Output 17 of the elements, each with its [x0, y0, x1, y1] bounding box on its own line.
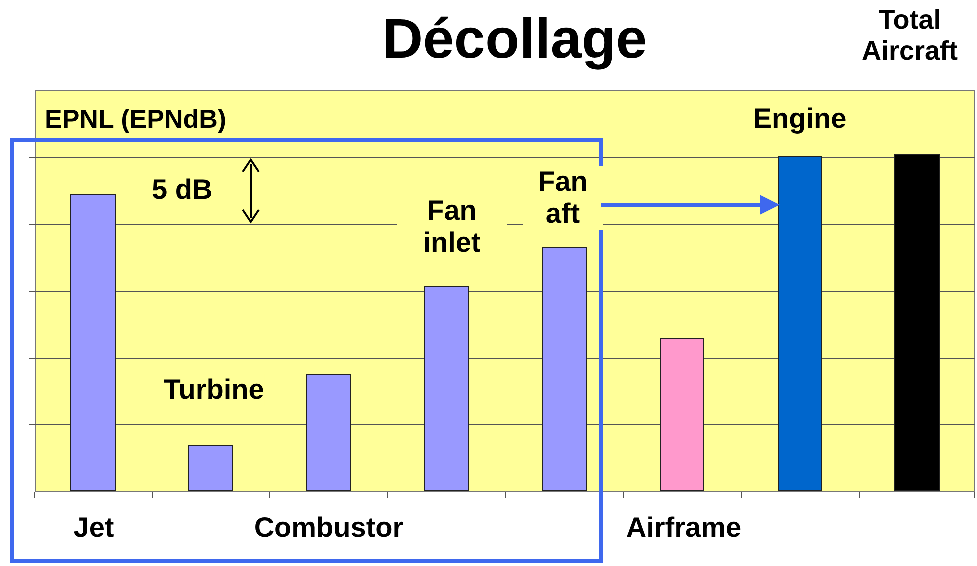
bar: [424, 286, 469, 491]
highlight-frame: [10, 138, 603, 563]
bar: [778, 156, 822, 491]
bar-label: Jet: [74, 512, 114, 544]
chart-title: Décollage: [382, 6, 648, 71]
bar-label: Fan aft: [523, 166, 603, 230]
bar: [542, 247, 587, 491]
bar-label: Airframe: [626, 512, 742, 544]
bar-label: Total Aircraft: [860, 5, 960, 68]
bar: [70, 194, 116, 491]
bar: [894, 154, 940, 491]
arrow: [601, 195, 780, 215]
scale-label: 5 dB: [152, 174, 213, 206]
bar: [188, 445, 233, 491]
bar-label: Combustor: [254, 512, 404, 544]
bar: [660, 338, 704, 491]
bar: [306, 374, 351, 491]
